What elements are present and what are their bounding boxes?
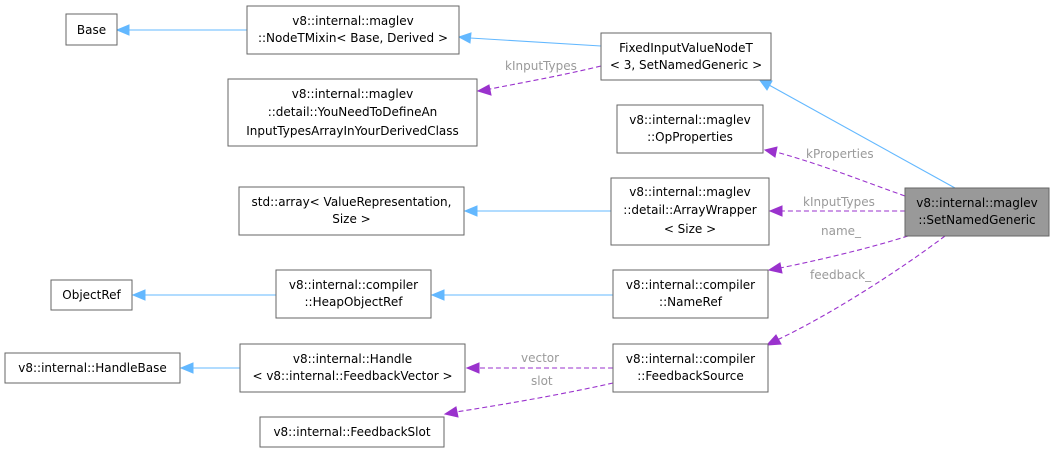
arrowhead-handlebase	[179, 362, 194, 374]
edge-kproperties	[775, 151, 906, 197]
node-label: v8::internal::HandleBase	[18, 361, 167, 375]
label-slot: slot	[531, 374, 553, 388]
node-label: v8::internal::maglev	[292, 87, 413, 101]
node-objectref[interactable]: ObjectRef	[50, 279, 133, 311]
node-stdarray[interactable]: std::array< ValueRepresentation, Size >	[238, 186, 465, 236]
node-label: < Size >	[664, 222, 716, 236]
node-label: FixedInputValueNodeT	[619, 41, 753, 55]
node-handle[interactable]: v8::internal::Handle < v8::internal::Fee…	[239, 343, 466, 393]
arrowhead-handle	[465, 362, 480, 374]
node-label: Base	[77, 23, 106, 37]
node-label: ::NodeTMixin< Base, Derived >	[258, 31, 448, 45]
node-heapobjectref[interactable]: v8::internal::compiler ::HeapObjectRef	[275, 269, 432, 319]
node-label: v8::internal::maglev	[629, 185, 750, 199]
node-opproperties[interactable]: v8::internal::maglev ::OpProperties	[616, 104, 764, 154]
node-label: std::array< ValueRepresentation,	[252, 195, 452, 209]
node-label: v8::internal::Handle	[293, 352, 412, 366]
node-label: v8::internal::maglev	[629, 113, 750, 127]
arrowhead-youneed	[476, 84, 492, 96]
arrowhead-objectref	[131, 289, 146, 301]
node-label: < v8::internal::FeedbackVector >	[252, 369, 452, 383]
label-kinputtypes-top: kInputTypes	[505, 59, 577, 73]
node-label: v8::internal::maglev	[292, 14, 413, 28]
node-label: ::detail::YouNeedToDefineAn	[268, 105, 438, 119]
edge-feedback	[776, 235, 946, 341]
node-nodetmixin[interactable]: v8::internal::maglev ::NodeTMixin< Base,…	[246, 5, 460, 55]
node-label: v8::internal::maglev	[916, 196, 1037, 210]
node-label: InputTypesArrayInYourDerivedClass	[246, 124, 459, 138]
node-nameref[interactable]: v8::internal::compiler ::NameRef	[612, 269, 769, 319]
edge-setnamed-fixedinput	[768, 84, 956, 189]
node-base[interactable]: Base	[65, 13, 118, 46]
node-label: v8::internal::compiler	[626, 352, 755, 366]
arrowhead-heapobjectref	[430, 289, 445, 301]
edge-slot	[455, 382, 614, 413]
node-label: ::FeedbackSource	[637, 369, 743, 383]
edge-fixedinput-nodetmixin	[469, 37, 602, 47]
node-label: ::HeapObjectRef	[305, 295, 404, 309]
node-label: ::SetNamedGeneric	[918, 213, 1035, 227]
label-vector: vector	[521, 351, 559, 365]
node-youneedtodefine[interactable]: v8::internal::maglev ::detail::YouNeedTo…	[227, 78, 478, 147]
node-label: ::OpProperties	[647, 130, 733, 144]
arrowhead-base	[115, 24, 130, 36]
arrowhead-feedbackslot	[443, 406, 459, 418]
label-kinputtypes: kInputTypes	[803, 195, 875, 209]
node-handlebase[interactable]: v8::internal::HandleBase	[4, 352, 181, 384]
label-name: name_	[821, 224, 862, 238]
member-edges	[443, 65, 946, 418]
arrowhead-feedbacksource	[765, 334, 782, 346]
label-kproperties: kProperties	[806, 147, 874, 161]
node-label: ObjectRef	[62, 288, 121, 302]
edge-name	[779, 235, 909, 269]
label-feedback: feedback_	[810, 268, 872, 282]
node-fixedinputvaluenodet[interactable]: FixedInputValueNodeT < 3, SetNamedGeneri…	[600, 32, 772, 81]
node-label: v8::internal::FeedbackSlot	[273, 425, 430, 439]
node-label: Size >	[332, 212, 371, 226]
node-label: ::NameRef	[659, 295, 723, 309]
arrowhead-stdarray	[463, 205, 478, 217]
node-setnamedgeneric[interactable]: v8::internal::maglev ::SetNamedGeneric	[904, 187, 1050, 237]
node-label: ::detail::ArrayWrapper	[623, 203, 756, 217]
node-label: v8::internal::compiler	[289, 278, 418, 292]
node-feedbacksource[interactable]: v8::internal::compiler ::FeedbackSource	[612, 343, 769, 393]
arrowhead-arraywrapper	[768, 205, 783, 217]
arrowhead-nodetmixin	[457, 32, 472, 44]
inheritance-edges	[115, 24, 956, 374]
edge-kinputtypes-top	[489, 65, 602, 90]
arrowhead-nameref	[767, 262, 783, 274]
arrowhead-fixedinput	[757, 78, 773, 91]
node-label: v8::internal::compiler	[626, 278, 755, 292]
edge-labels: kInputTypes kProperties kInputTypes name…	[505, 59, 875, 388]
node-arraywrapper[interactable]: v8::internal::maglev ::detail::ArrayWrap…	[610, 177, 770, 246]
node-label: < 3, SetNamedGeneric >	[610, 58, 762, 72]
arrowhead-opproperties	[763, 146, 778, 158]
node-feedbackslot[interactable]: v8::internal::FeedbackSlot	[259, 416, 445, 448]
